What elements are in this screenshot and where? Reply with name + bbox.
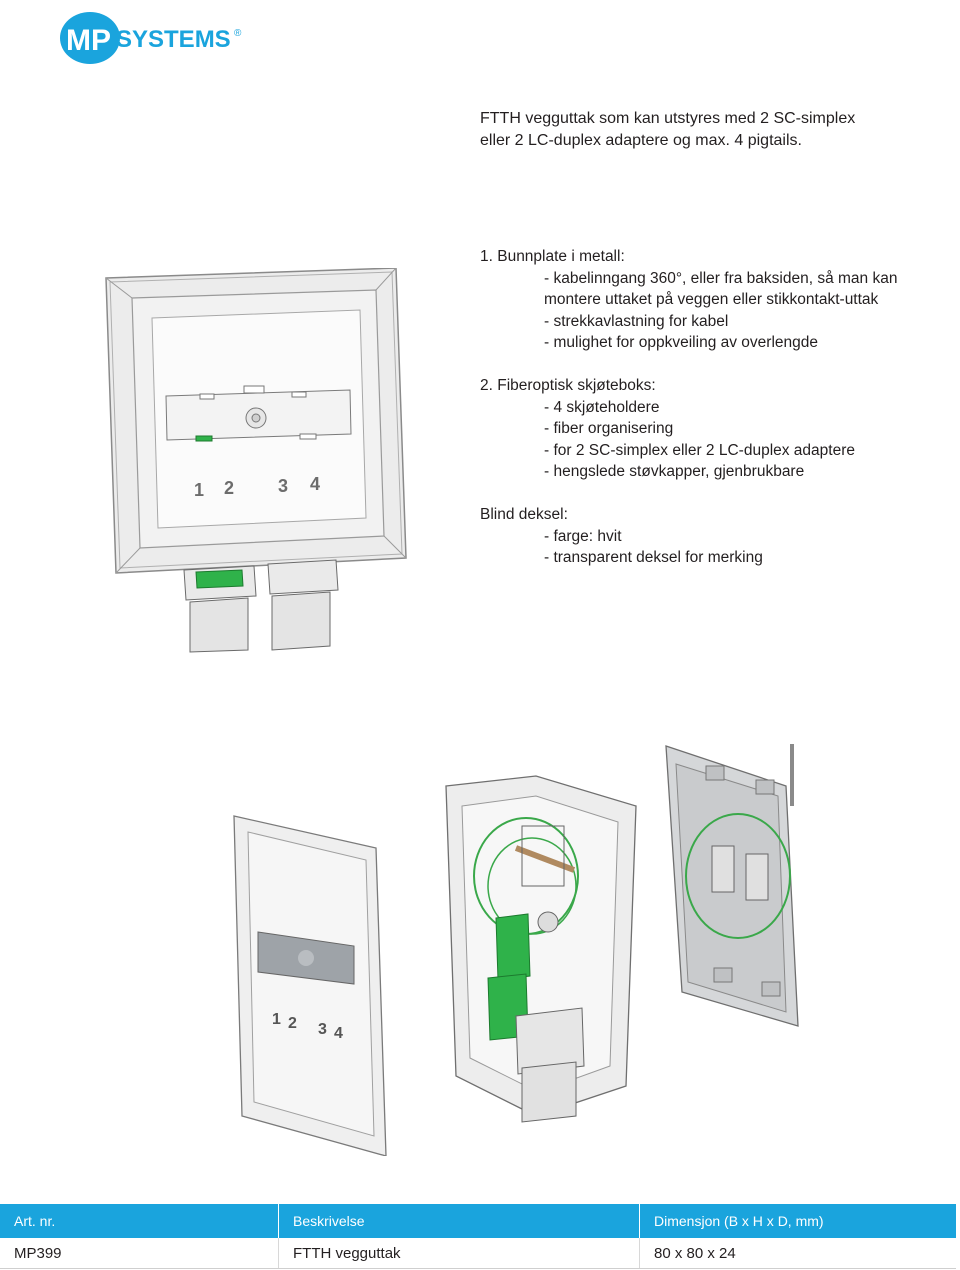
cell-dimensions: 80 x 80 x 24 [639, 1238, 956, 1269]
section-item: - farge: hvit [544, 527, 622, 545]
registered-mark: ® [234, 28, 242, 39]
header-dimensions: Dimensjon (B x H x D, mm) [639, 1204, 956, 1238]
intro-line-1: FTTH vegguttak som kan utstyres med 2 SC… [480, 110, 856, 127]
table-row: MP399 FTTH vegguttak 80 x 80 x 24 [0, 1238, 956, 1269]
cell-description: FTTH vegguttak [278, 1238, 640, 1269]
intro-line-2: eller 2 LC-duplex adaptere og max. 4 pig… [480, 132, 802, 149]
section-splice-box: 2. Fiberoptisk skjøteboks: - 4 skjøtehol… [480, 375, 940, 483]
cover-port-number: 2 [288, 1015, 297, 1032]
port-number: 3 [278, 476, 288, 496]
cover-port-number: 1 [272, 1011, 281, 1028]
section-heading: Blind deksel: [480, 505, 568, 523]
section-item: - hengslede støvkapper, gjenbrukbare [544, 463, 805, 481]
feature-sections: 1. Bunnplate i metall: - kabelinngang 36… [480, 246, 940, 590]
cover-port-number: 3 [318, 1021, 327, 1038]
logo-mark: MP [66, 24, 111, 57]
table-header-row: Art. nr. Beskrivelse Dimensjon (B x H x … [0, 1204, 956, 1238]
product-image-faceplate: 1 2 3 4 [96, 267, 416, 658]
section-item: - transparent deksel for merking [544, 549, 763, 567]
section-item: - for 2 SC-simplex eller 2 LC-duplex ada… [544, 441, 855, 459]
header-art-nr: Art. nr. [0, 1204, 279, 1238]
spec-table: Art. nr. Beskrivelse Dimensjon (B x H x … [0, 1204, 956, 1269]
header-description: Beskrivelse [278, 1204, 640, 1238]
logo-word: SYSTEMS [116, 26, 231, 53]
intro-text: FTTH vegguttak som kan utstyres med 2 SC… [480, 108, 900, 152]
product-image-exploded: 1 2 3 4 [226, 736, 836, 1157]
company-logo: MP SYSTEMS ® [58, 6, 258, 68]
section-base-plate: 1. Bunnplate i metall: - kabelinngang 36… [480, 246, 940, 354]
port-number: 4 [310, 474, 320, 494]
section-blind-cover: Blind deksel: - farge: hvit - transparen… [480, 504, 940, 569]
port-number: 2 [224, 478, 234, 498]
section-heading: 2. Fiberoptisk skjøteboks: [480, 376, 656, 394]
section-item: - strekkavlastning for kabel [544, 312, 729, 330]
port-number: 1 [194, 480, 204, 500]
cover-port-number: 4 [334, 1025, 343, 1042]
section-item: - fiber organisering [544, 420, 674, 438]
section-item: - 4 skjøteholdere [544, 398, 660, 416]
cell-art-nr: MP399 [0, 1238, 279, 1269]
section-item: - mulighet for oppkveiling av overlengde [544, 334, 818, 352]
section-heading: 1. Bunnplate i metall: [480, 248, 625, 265]
section-item: - kabelinngang 360°, eller fra baksiden,… [544, 269, 898, 309]
